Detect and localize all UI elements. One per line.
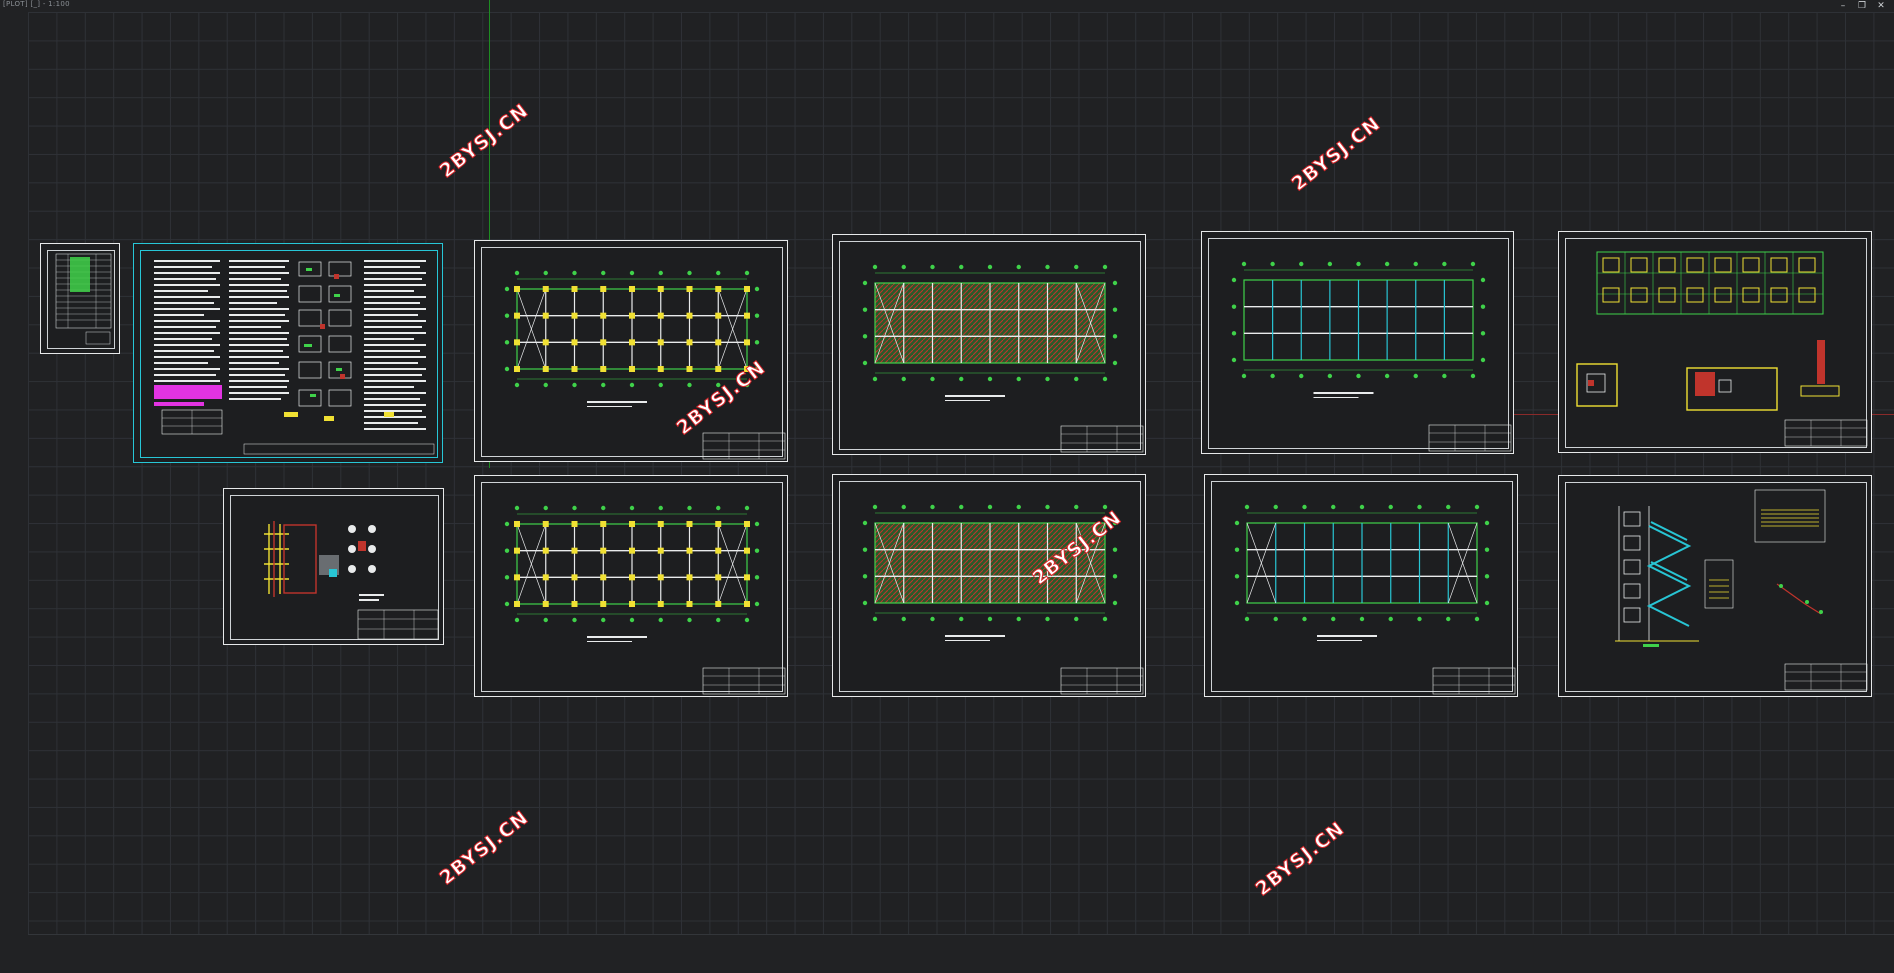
sheet-structural-design-notes[interactable]	[133, 243, 443, 463]
title-block	[702, 667, 786, 695]
ucs-y-axis	[489, 0, 490, 468]
sheet-foundation-plan[interactable]	[1558, 231, 1872, 453]
title-block	[1060, 425, 1144, 453]
title-block	[1428, 424, 1512, 452]
sheet-beam-reinforcement-plan-2[interactable]	[1204, 474, 1518, 697]
sheet-stair-details[interactable]	[1558, 475, 1872, 697]
floor-plan-grid	[1234, 504, 1490, 641]
floor-plan-grid	[862, 504, 1118, 641]
close-icon[interactable]: ✕	[1877, 1, 1885, 11]
title-block	[1060, 667, 1144, 695]
minimize-icon[interactable]: –	[1840, 1, 1846, 11]
title-block	[1432, 667, 1516, 695]
title-block	[702, 432, 786, 460]
sheet-slab-reinforcement-plan-1[interactable]	[832, 234, 1146, 455]
floor-plan-grid	[862, 264, 1118, 401]
sheet-beam-reinforcement-plan-1[interactable]	[1201, 231, 1514, 454]
title-bar: [PLOT] [_] - 1:100 – ❐ ✕	[0, 0, 1894, 12]
sheet-floor-plan-2[interactable]	[474, 475, 788, 697]
restore-icon[interactable]: ❐	[1857, 1, 1867, 11]
document-title: [PLOT] [_] - 1:100	[3, 0, 70, 8]
floor-plan-grid	[504, 270, 760, 407]
sheet-slab-reinforcement-plan-2[interactable]	[832, 474, 1146, 697]
floor-plan-grid	[1231, 261, 1486, 398]
sheet-detail[interactable]	[223, 488, 444, 645]
drawing-canvas[interactable]	[28, 12, 1894, 935]
floor-plan-grid	[504, 505, 760, 642]
sheet-floor-plan-1[interactable]	[474, 240, 788, 462]
sheet-drawing-index[interactable]	[40, 243, 120, 354]
